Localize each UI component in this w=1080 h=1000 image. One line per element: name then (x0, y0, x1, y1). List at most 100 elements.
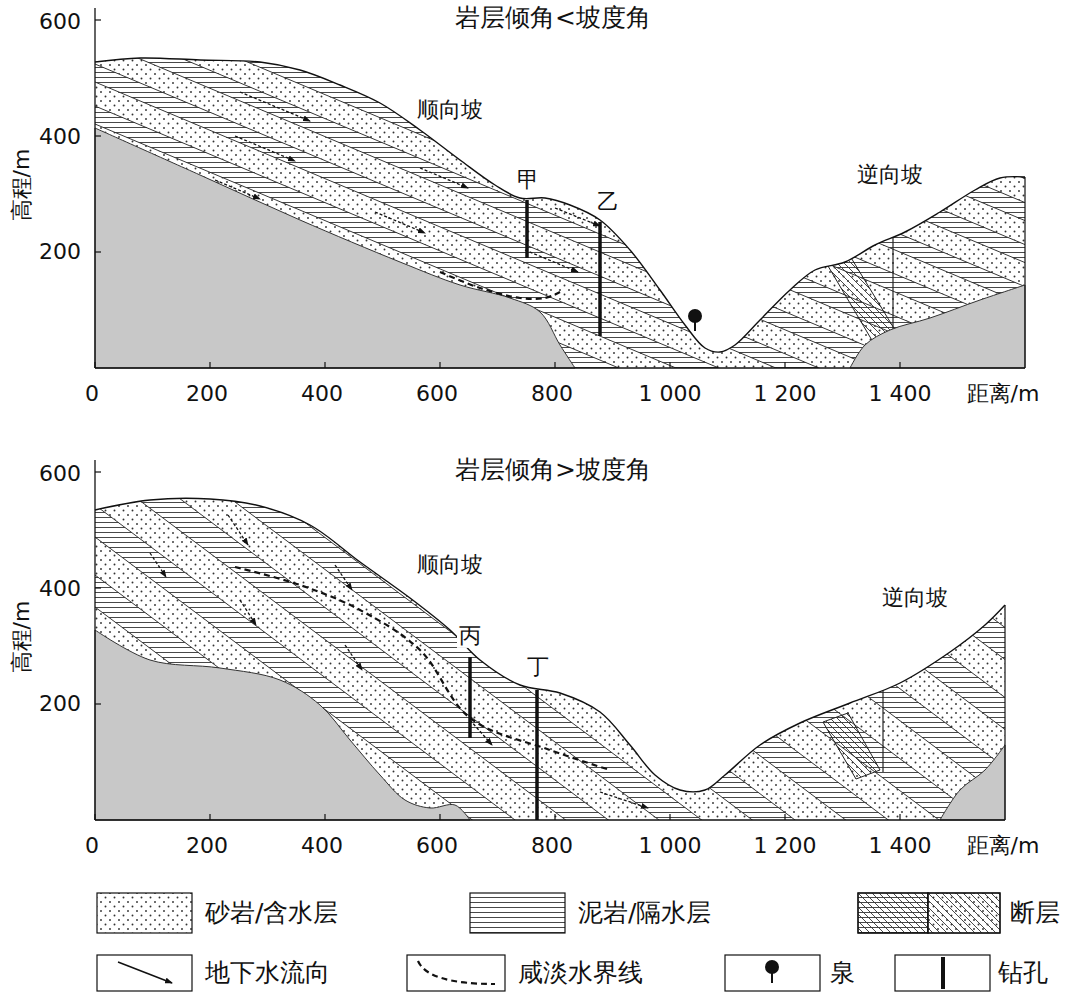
mudstone-layer (90, 291, 1030, 1000)
borehole-label: 丁 (525, 655, 551, 679)
mudstone-layer (90, 0, 1030, 608)
mudstone-layer (90, 361, 1030, 1000)
axis-title: 距离/m (967, 834, 1040, 858)
fault-swatch (928, 893, 1000, 933)
groundwater-arrow (118, 962, 172, 983)
groundwater-arrow (240, 92, 310, 121)
salt-fresh-boundary (418, 961, 495, 984)
axis-tick: 400 (39, 577, 81, 601)
fault-line (892, 234, 893, 332)
axes (95, 460, 1005, 820)
axes (95, 8, 1025, 368)
fault-line (882, 690, 883, 772)
axis-tick: 400 (39, 125, 81, 149)
salt-fresh-boundary (235, 567, 610, 770)
mudstone-layer (90, 0, 1030, 328)
fault-swatch (858, 893, 928, 933)
axis-tick: 0 (85, 834, 99, 858)
borehole-label: 丙 (457, 624, 483, 648)
groundwater-arrow (228, 515, 248, 545)
ground-surface (95, 498, 1005, 791)
mudstone-layer (90, 571, 1030, 1000)
axis-tick: 600 (416, 834, 458, 858)
mudstone-layer (90, 851, 1030, 1000)
axis-title: 距离/m (967, 382, 1040, 406)
spring-swatch (725, 955, 820, 991)
axis-title: 高程/m (10, 601, 34, 674)
axis-tick: 200 (186, 382, 228, 406)
mudstone-layer (90, 501, 1030, 1000)
axis-tick: 200 (186, 834, 228, 858)
groundwater-arrow (525, 250, 578, 272)
axis-tick: 800 (531, 834, 573, 858)
mudstone-layer (90, 0, 1030, 188)
fault-swatch (928, 893, 1000, 933)
legend-text: 泉 (830, 959, 855, 987)
boundary-swatch (407, 955, 505, 991)
axis-tick: 1 200 (754, 382, 817, 406)
borehole-label: 甲 (515, 168, 541, 192)
axis-tick: 200 (39, 692, 81, 716)
mudstone-layer (90, 151, 1030, 888)
mudstone-layer (90, 20, 1030, 433)
axis-tick: 0 (85, 382, 99, 406)
bedrock (95, 630, 470, 820)
fault-zone (828, 256, 895, 342)
mudstone-layer (90, 0, 1030, 55)
fault-swatch (858, 893, 928, 933)
groundwater-arrow (555, 208, 600, 226)
axis-tick: 1 400 (869, 382, 932, 406)
salt-fresh-boundary (440, 272, 560, 299)
borehole (525, 200, 529, 258)
panel-title: 岩层倾角>坡度角 (455, 456, 651, 484)
axis-tick: 600 (39, 462, 81, 486)
mudstone-layer (90, 62, 1030, 475)
groundwater-arrow (240, 600, 256, 625)
ground-surface (95, 58, 1025, 352)
borehole-label: 乙 (595, 190, 621, 214)
mudstone-layer (90, 0, 1030, 48)
bedrock (95, 128, 575, 368)
axis-tick: 600 (39, 10, 81, 34)
groundwater-arrow (420, 168, 468, 188)
legend-text: 地下水流向 (205, 959, 330, 987)
groundwater-arrow (375, 212, 425, 233)
spring-symbol (688, 309, 702, 331)
mudstone-layer (90, 104, 1030, 517)
mudstone-layer (90, 0, 1030, 678)
groundwater-arrow (470, 720, 492, 745)
groundwater-arrow (150, 553, 166, 577)
legend-text: 断层 (1010, 899, 1060, 927)
groundwater-arrow (215, 180, 260, 199)
borehole (468, 657, 472, 738)
axis-tick: 600 (416, 382, 458, 406)
axis-title: 高程/m (10, 149, 34, 222)
section-edge (1024, 177, 1025, 368)
legend-text: 砂岩/含水层 (205, 899, 338, 927)
bedrock (940, 745, 1005, 820)
axis-tick: 200 (39, 240, 81, 264)
groundwater-arrow (600, 792, 648, 808)
groundwater-arrow (345, 645, 362, 670)
groundwater-arrow (235, 136, 295, 161)
mudstone-layer (90, 0, 1030, 468)
panel-title: 岩层倾角<坡度角 (455, 4, 651, 32)
mudstone-layer (90, 0, 1030, 258)
mudstone-layer (90, 431, 1030, 1000)
axis-tick: 1 400 (869, 834, 932, 858)
legend-text: 钻孔 (998, 959, 1048, 987)
geologic-section (90, 0, 1040, 1000)
sandstone-swatch (97, 893, 192, 933)
borehole (598, 222, 602, 336)
borehole-swatch (895, 955, 990, 991)
slope-label: 逆向坡 (880, 586, 950, 610)
slope-label: 逆向坡 (855, 163, 925, 187)
groundwater-arrow (335, 565, 352, 590)
axis-tick: 1 000 (639, 834, 702, 858)
axis-tick: 400 (301, 834, 343, 858)
mudstone-swatch (470, 893, 565, 933)
axis-tick: 800 (531, 382, 573, 406)
axis-tick: 1 000 (639, 382, 702, 406)
slope-label: 顺向坡 (415, 553, 485, 577)
axis-tick: 400 (301, 382, 343, 406)
